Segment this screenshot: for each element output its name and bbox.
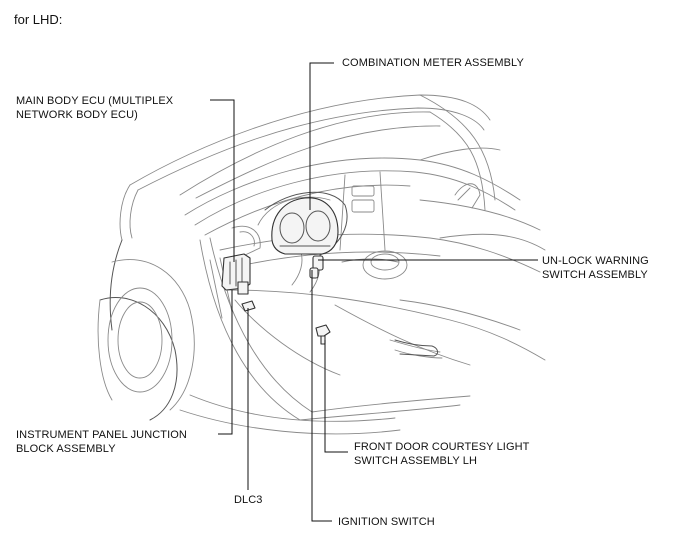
main-body-ecu-component xyxy=(221,253,251,295)
label-unlock-warning-line2: SWITCH ASSEMBLY xyxy=(542,269,648,281)
front-door-courtesy-switch-component xyxy=(315,324,331,345)
leader-ip-junction xyxy=(218,290,233,435)
dlc3-component xyxy=(241,300,256,312)
label-dlc3: DLC3 xyxy=(234,494,263,506)
diagram-header: for LHD: xyxy=(14,12,63,27)
leader-front-door xyxy=(324,340,348,453)
leader-combination-meter xyxy=(309,62,334,210)
leader-ignition xyxy=(311,270,332,522)
combination-meter-component xyxy=(271,197,339,255)
label-ip-junction-line1: INSTRUMENT PANEL JUNCTION xyxy=(16,429,187,441)
label-front-door-line2: SWITCH ASSEMBLY LH xyxy=(354,455,478,467)
leader-main-body-ecu xyxy=(210,99,235,262)
leader-lines xyxy=(210,62,538,522)
body-outline xyxy=(97,94,496,435)
label-combination-meter: COMBINATION METER ASSEMBLY xyxy=(342,57,524,69)
label-front-door-line1: FRONT DOOR COURTESY LIGHT xyxy=(354,441,530,453)
label-ignition-switch: IGNITION SWITCH xyxy=(338,516,435,528)
label-main-body-ecu-line2: NETWORK BODY ECU) xyxy=(16,109,138,121)
label-unlock-warning-line1: UN-LOCK WARNING xyxy=(542,255,649,267)
label-ip-junction-line2: BLOCK ASSEMBLY xyxy=(16,443,116,455)
label-main-body-ecu-line1: MAIN BODY ECU (MULTIPLEX xyxy=(16,95,174,107)
